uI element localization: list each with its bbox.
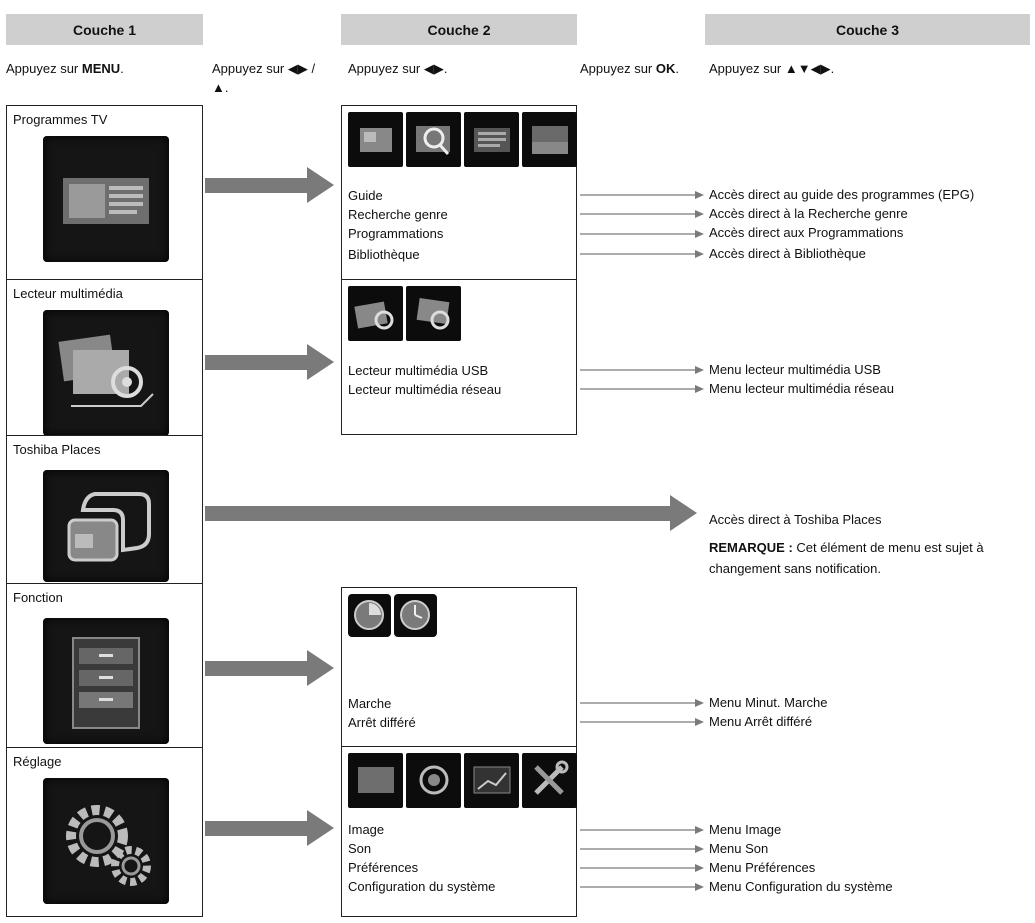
media-player-icon (43, 310, 169, 436)
layer2-icon-row (348, 286, 461, 341)
cabinet-icon-svg (72, 637, 140, 729)
layer3-item-son[interactable]: Menu Son (709, 841, 769, 856)
layer2-item-guide[interactable]: Guide (348, 188, 383, 203)
cabinet-icon (43, 618, 169, 744)
layer2-item-marche[interactable]: Marche (348, 696, 392, 711)
preferences-icon[interactable] (464, 753, 519, 808)
sound-icon[interactable] (406, 753, 461, 808)
layer2-item-usb[interactable]: Lecteur multimédia USB (348, 363, 489, 378)
layer2-item-son[interactable]: Son (348, 841, 372, 856)
layer2-item-recherche-genre[interactable]: Recherche genre (348, 207, 448, 222)
layer3-item-minut-marche[interactable]: Menu Minut. Marche (709, 695, 828, 710)
layer1-lecteur-multimedia[interactable]: Lecteur multimédia (6, 279, 203, 436)
instruction-left-right-up-line2: ▲. (212, 80, 229, 95)
toshiba-places-icon-svg (67, 492, 151, 562)
thin-arrows (580, 191, 704, 891)
gears-icon-svg (66, 805, 151, 886)
instruction-left-right-up-line1: Appuyez sur ◀▶ / (212, 61, 316, 76)
layer2-item-arret-differe[interactable]: Arrêt différé (348, 715, 416, 730)
layer2-icon-row (348, 594, 437, 637)
instruction-left-right: Appuyez sur ◀▶. (348, 61, 448, 76)
layer3-item-preferences[interactable]: Menu Préférences (709, 860, 816, 875)
instruction-menu: Appuyez sur MENU. (6, 59, 124, 78)
tv-programs-icon (43, 136, 169, 262)
layer2-item-bibliotheque[interactable]: Bibliothèque (348, 247, 420, 262)
big-arrow-reglage (205, 810, 334, 846)
layer3-item-bibliotheque[interactable]: Accès direct à Bibliothèque (709, 246, 866, 261)
instruction-menu-prefix: Appuyez sur (6, 61, 82, 76)
layer2-item-reseau[interactable]: Lecteur multimédia réseau (348, 382, 502, 397)
layer3-item-arret-differe[interactable]: Menu Arrêt différé (709, 714, 813, 729)
layer2-reglage: Image Son Préférences Configuration du s… (341, 746, 577, 917)
instruction-ok-suffix: . (675, 61, 679, 76)
big-arrow-media (205, 344, 334, 380)
layer3-item-recherche-genre[interactable]: Accès direct à la Recherche genre (709, 206, 908, 221)
layer2-item-preferences[interactable]: Préférences (348, 860, 419, 875)
instruction-ok-key: OK (655, 61, 676, 76)
genre-search-icon[interactable] (406, 112, 461, 167)
picture-icon[interactable] (348, 753, 403, 808)
toshiba-places-icon (43, 470, 169, 582)
layer2-item-image[interactable]: Image (348, 822, 385, 837)
media-player-icon-svg (58, 334, 154, 407)
system-config-icon[interactable] (522, 753, 577, 808)
sleep-timer-icon[interactable] (394, 594, 437, 637)
note-label: REMARQUE : (709, 540, 793, 555)
header-couche-1: Couche 1 (6, 14, 203, 45)
gears-icon (43, 778, 169, 904)
layer2-item-programmations[interactable]: Programmations (348, 226, 444, 241)
header-couche-3: Couche 3 (705, 14, 1030, 45)
layer1-label: Toshiba Places (13, 442, 101, 457)
on-timer-icon[interactable] (348, 594, 391, 637)
layer2-programmes-tv: Guide Recherche genre Programmations Bib… (341, 105, 577, 280)
network-media-icon[interactable] (406, 286, 461, 341)
layer1-label: Réglage (13, 754, 62, 769)
layer3-item-usb[interactable]: Menu lecteur multimédia USB (709, 362, 881, 377)
big-arrow-fonction (205, 650, 334, 686)
schedule-icon[interactable] (464, 112, 519, 167)
header-couche-2: Couche 2 (341, 14, 577, 45)
instruction-ok-prefix: Appuyez sur (580, 61, 656, 76)
layer3-item-epg[interactable]: Accès direct au guide des programmes (EP… (709, 187, 975, 202)
layer3-item-image[interactable]: Menu Image (709, 822, 782, 837)
library-icon[interactable] (522, 112, 577, 167)
instruction-ok: Appuyez sur OK. (580, 59, 679, 78)
layer2-icon-row (348, 112, 577, 167)
tv-programs-icon-svg (63, 178, 149, 224)
layer2-lecteur-multimedia: Lecteur multimédia USB Lecteur multimédi… (341, 279, 577, 435)
layer1-toshiba-places[interactable]: Toshiba Places (6, 435, 203, 584)
layer3-item-reseau[interactable]: Menu lecteur multimédia réseau (709, 381, 894, 396)
layer2-icon-row (348, 753, 577, 808)
big-arrow-programmes (205, 167, 334, 203)
instruction-all-arrows: Appuyez sur ▲▼◀▶. (709, 61, 835, 76)
layer2-fonction: Marche Arrêt différé (341, 587, 577, 747)
layer2-item-configuration[interactable]: Configuration du système (348, 879, 496, 894)
layer1-label: Fonction (13, 590, 63, 605)
layer1-fonction[interactable]: Fonction (6, 583, 203, 748)
layer1-label: Lecteur multimédia (13, 286, 123, 301)
guide-icon[interactable] (348, 112, 403, 167)
instruction-menu-suffix: . (120, 61, 124, 76)
layer3-item-programmations[interactable]: Accès direct aux Programmations (709, 225, 904, 240)
layer3-note: REMARQUE : Cet élément de menu est sujet… (709, 537, 1009, 579)
layer1-reglage[interactable]: Réglage (6, 747, 203, 917)
big-arrow-toshiba (205, 495, 697, 531)
instruction-left-right-up: Appuyez sur ◀▶ / ▲. (212, 59, 342, 97)
usb-media-icon[interactable] (348, 286, 403, 341)
layer1-label: Programmes TV (13, 112, 108, 127)
layer3-item-toshiba-places[interactable]: Accès direct à Toshiba Places (709, 512, 882, 527)
note-text: Cet élément de menu est sujet à changeme… (709, 540, 984, 576)
layer3-item-configuration[interactable]: Menu Configuration du système (709, 879, 893, 894)
instruction-menu-key: MENU (81, 61, 121, 76)
